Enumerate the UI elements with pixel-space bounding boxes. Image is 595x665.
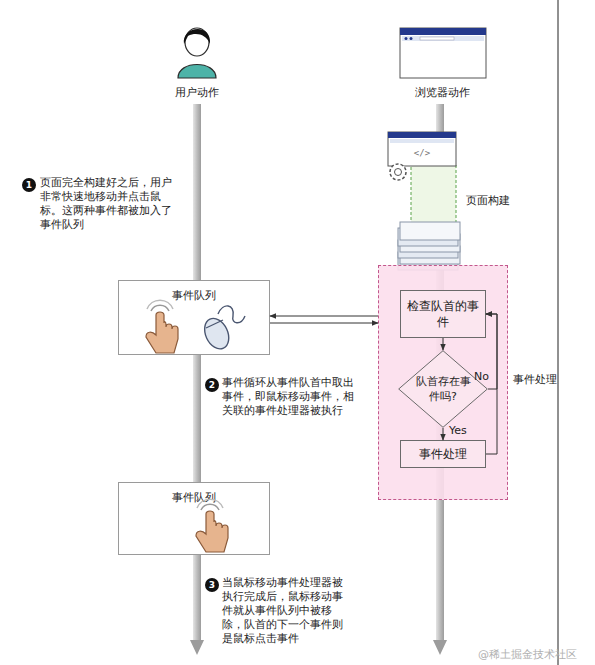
callout-text: 当鼠标移动事件处理器被执行完成后，鼠标移动事件就从事件队列中被移除，队首的下一个… [222,576,348,646]
queue-box: 事件队列 [118,280,270,355]
callout-text: 页面完全构建好之后，用户非常快速地移动并点击鼠标。这两种事件都被加入了事件队列 [40,176,178,232]
code-symbol: </> [402,146,442,160]
flow-arrow [270,323,378,324]
node-text: 事件队列 [119,288,269,303]
callout-number: 1 [22,178,36,192]
callout-number: 2 [205,378,219,392]
process-box: 检查队首的事件 [400,290,486,338]
edge-label: Yes [449,424,467,437]
lane-label: 用户动作 [157,86,237,100]
flow-arrow [270,316,378,317]
node-text: 事件队列 [119,490,269,505]
user-icon [178,28,216,78]
queue-box: 事件队列 [118,482,270,555]
node-text: 事件处理 [513,372,563,387]
node-text: 事件处理 [413,446,473,462]
edge-label: No [474,370,489,383]
diamond-outline [398,350,488,428]
watermark: @稀土掘金技术社区 [478,648,577,662]
decision-diamond: 队首存在事件吗? [398,350,488,428]
frame-line [558,0,559,665]
page-build-illustration [388,132,460,270]
process-box: 事件处理 [400,440,486,468]
callout-text: 事件循环从事件队首中取出事件，即鼠标移动事件，相关联的事件处理器被执行 [222,376,360,418]
browser-icon [400,28,486,78]
part-label: 页面构建 [466,194,526,208]
node-text: 队首存在事件吗? [415,374,471,404]
lane-label: 浏览器动作 [397,86,487,100]
node-text: 检查队首的事件 [401,298,485,330]
callout-number: 3 [205,578,219,592]
timeline-arrow [190,104,204,655]
